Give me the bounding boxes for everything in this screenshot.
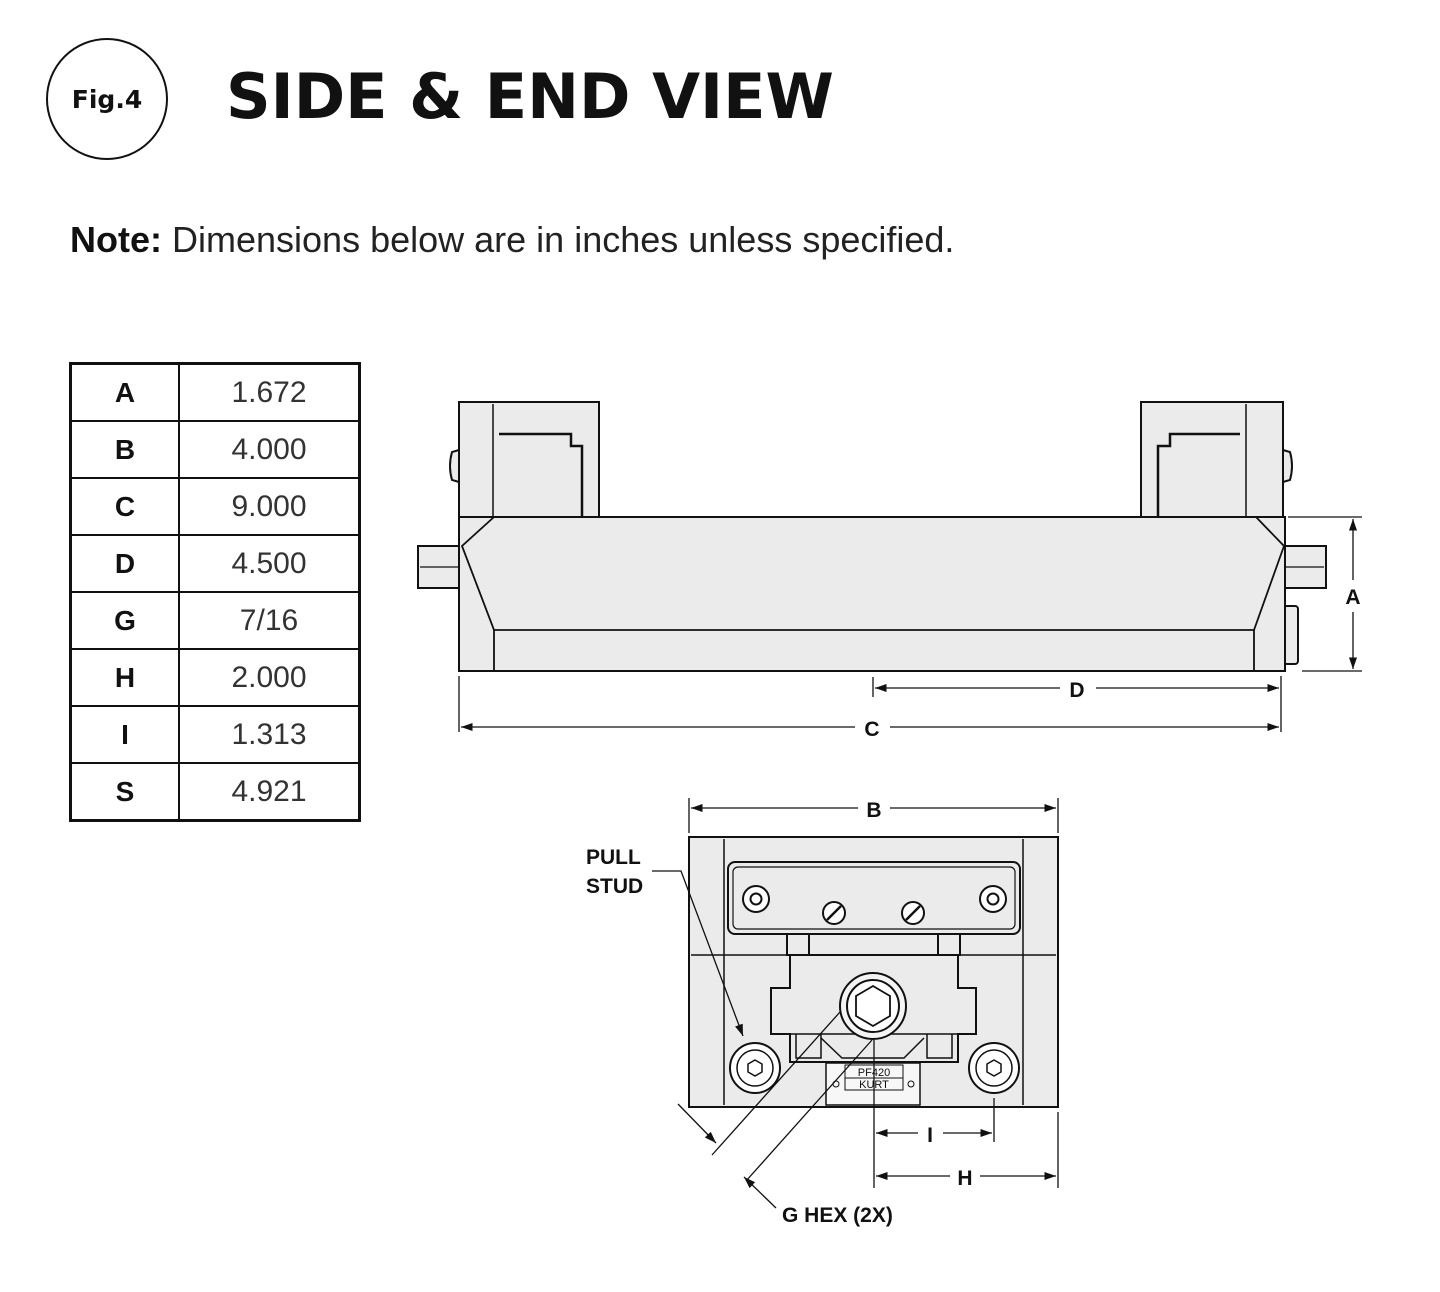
g-hex-ext-left <box>711 1011 841 1156</box>
plate-bolt-right <box>979 885 1007 913</box>
plate-bolt-left <box>742 885 770 913</box>
dimension-key: G <box>69 591 180 650</box>
lower-bolt-right-counterbore <box>975 1049 1013 1087</box>
center-hex-socket <box>855 984 891 1028</box>
g-hex-label: G HEX (2X) <box>782 1204 893 1227</box>
right-jaw <box>1140 401 1284 521</box>
dim-h-label: H <box>957 1167 972 1190</box>
right-knob <box>1282 448 1293 484</box>
dim-d-label: D <box>1069 679 1084 702</box>
name-plate-rivet-right <box>907 1080 915 1088</box>
figure-number-badge: Fig.4 <box>46 38 168 160</box>
name-plate <box>825 1062 921 1106</box>
dim-i-label: I <box>927 1124 933 1147</box>
plate-screw-left-slot <box>826 905 842 921</box>
side-view-dimensions <box>458 516 1362 732</box>
dimension-value: 7/16 <box>178 591 361 650</box>
dimension-value: 2.000 <box>178 648 361 707</box>
plate-screw-right-slot <box>905 905 921 921</box>
plate-bolt-left-center <box>749 892 763 906</box>
v-groove <box>820 1037 925 1059</box>
units-note: Note: Dimensions below are in inches unl… <box>70 222 954 258</box>
lower-bolt-left-counterbore <box>736 1049 774 1087</box>
dimension-value: 4.000 <box>178 420 361 479</box>
figure-number: Fig.4 <box>71 84 143 114</box>
pull-stud-label-line1: PULL <box>586 846 641 869</box>
right-clip <box>1283 605 1299 665</box>
dimension-key: A <box>69 362 180 422</box>
lower-bolt-left-hex <box>747 1059 763 1077</box>
pull-stud-leader <box>652 870 744 1037</box>
end-view-dimensions <box>652 798 1059 1209</box>
dimension-key: S <box>69 762 180 822</box>
dim-b-label: B <box>866 799 881 822</box>
dimension-key: B <box>69 420 180 479</box>
center-housing-inner-right <box>926 1034 953 1059</box>
dim-a-label: A <box>1345 586 1360 609</box>
g-hex-dim-lower <box>743 1176 777 1209</box>
left-jaw-step <box>499 432 584 518</box>
pull-stud-label-line2: STUD <box>586 875 643 898</box>
right-jaw-step <box>1156 432 1240 518</box>
post-left <box>786 933 810 956</box>
post-right <box>937 933 961 956</box>
dimension-value: 4.921 <box>178 762 361 822</box>
dimension-key: H <box>69 648 180 707</box>
top-plate-inner <box>732 866 1016 930</box>
vise-body <box>458 516 1286 672</box>
plate-bolt-right-center <box>986 892 1000 906</box>
left-jaw <box>458 401 600 521</box>
dimension-value: 1.672 <box>178 362 361 422</box>
note-text: Dimensions below are in inches unless sp… <box>162 219 955 260</box>
dimension-value: 4.500 <box>178 534 361 593</box>
dimension-key: I <box>69 705 180 764</box>
dimension-key: C <box>69 477 180 536</box>
dim-c-label: C <box>864 718 879 741</box>
body-chamfer <box>460 516 1286 631</box>
center-housing-inner <box>795 1034 822 1059</box>
top-plate-outer <box>727 861 1021 935</box>
lower-bolt-right-hex <box>986 1059 1002 1077</box>
dimension-key: D <box>69 534 180 593</box>
note-label: Note: <box>70 219 162 260</box>
dimension-value: 1.313 <box>178 705 361 764</box>
left-knob <box>449 448 460 484</box>
g-hex-ext-right <box>745 1039 873 1182</box>
side-view <box>417 401 1327 672</box>
g-hex-dim-upper <box>677 1103 717 1144</box>
page-title: SIDE & END VIEW <box>226 60 834 133</box>
dimension-value: 9.000 <box>178 477 361 536</box>
